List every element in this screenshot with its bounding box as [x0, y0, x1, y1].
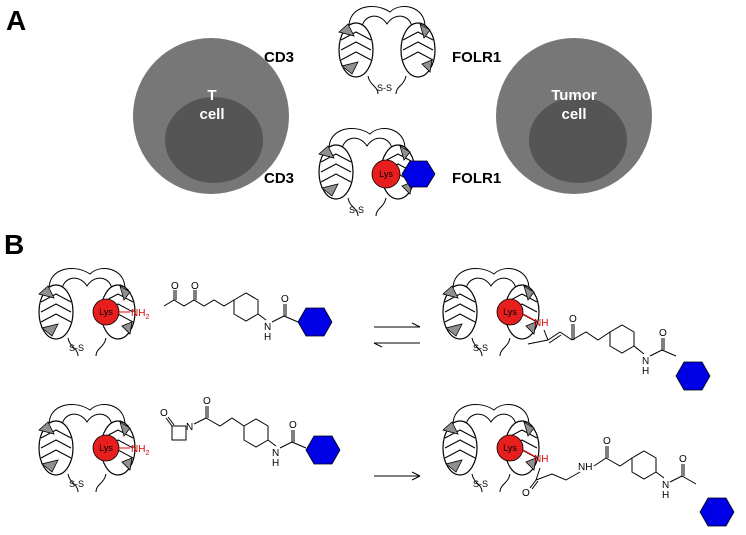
n-label: N — [662, 480, 669, 491]
payload-hexagon-b3 — [305, 435, 341, 465]
lys-label-b1: Lys — [99, 307, 113, 317]
payload-hexagon-a — [401, 160, 436, 188]
lys-label-b2: Lys — [503, 307, 517, 317]
amine-label-1: NH2 — [131, 308, 149, 321]
disulfide-label-b4: S-S — [473, 479, 488, 489]
amide-nh-label: NH — [534, 454, 548, 465]
payload-hexagon-b4 — [699, 497, 735, 527]
protein-conjugated: Lys S-S — [318, 127, 436, 217]
diketone-reagent: O O N H O — [163, 281, 333, 343]
lys-residue — [496, 434, 524, 462]
payload-hexagon-b1 — [297, 307, 333, 337]
oxygen-label: O — [171, 281, 179, 292]
t-cell: T cell — [133, 38, 289, 194]
tumor-cell-label-line2: cell — [561, 106, 586, 123]
oxygen-label: O — [160, 408, 168, 419]
folr1-label-bottom: FOLR1 — [452, 170, 501, 187]
disulfide-label-b1: S-S — [69, 343, 84, 353]
protein-row1-right: Lys NH S-S — [442, 267, 548, 357]
n-label: N — [186, 422, 193, 433]
panel-b-label: B — [4, 229, 24, 260]
protein-row1-left: Lys NH2 S-S — [38, 267, 149, 357]
lactam-reagent: O N O N H O — [160, 396, 341, 469]
n-label: N — [272, 448, 279, 459]
h-label: H — [662, 490, 669, 501]
imine-nh-label: NH — [534, 318, 548, 329]
oxygen-label: O — [522, 488, 530, 499]
h-label: H — [264, 332, 271, 343]
lys-residue — [371, 159, 401, 189]
oxygen-label: O — [659, 328, 667, 339]
payload-hexagon-b2 — [675, 361, 711, 391]
reaction-arrow — [374, 471, 421, 481]
t-cell-nucleus — [165, 97, 263, 183]
amide-linker: O NH O N H O — [522, 436, 735, 527]
folr1-label-top: FOLR1 — [452, 49, 501, 66]
disulfide-label-b2: S-S — [473, 343, 488, 353]
oxygen-label: O — [603, 436, 611, 447]
cd3-label-bottom: CD3 — [264, 170, 294, 187]
disulfide-label-a2: S-S — [349, 205, 364, 215]
cd3-label-top: CD3 — [264, 49, 294, 66]
nh-label: NH — [578, 462, 592, 473]
oxygen-label: O — [569, 314, 577, 325]
enamine-linker: O N H O — [527, 314, 711, 391]
oxygen-label: O — [203, 396, 211, 407]
n-label: N — [642, 356, 649, 367]
lys-label-b4: Lys — [503, 443, 517, 453]
lys-label-a: Lys — [379, 169, 393, 179]
t-cell-label-line2: cell — [199, 106, 224, 123]
disulfide-label-a1: S-S — [377, 83, 392, 93]
tumor-cell-label-line1: Tumor — [551, 87, 597, 104]
oxygen-label: O — [191, 281, 199, 292]
protein-unmodified: S-S — [338, 5, 436, 95]
h-label: H — [642, 366, 649, 377]
protein-row2-left: Lys NH2 S-S — [38, 403, 149, 493]
amine-label-2: NH2 — [131, 444, 149, 457]
equilibrium-arrows — [373, 322, 421, 348]
lys-residue — [496, 298, 524, 326]
protein-row2-right: Lys NH S-S — [442, 403, 548, 493]
h-label: H — [272, 458, 279, 469]
oxygen-label: O — [289, 420, 297, 431]
oxygen-label: O — [679, 454, 687, 465]
tumor-cell-nucleus — [529, 97, 627, 183]
lys-label-b3: Lys — [99, 443, 113, 453]
t-cell-label-line1: T — [207, 87, 216, 104]
nh-label: N — [264, 322, 271, 333]
panel-a-label: A — [6, 5, 26, 36]
tumor-cell: Tumor cell — [496, 38, 652, 194]
oxygen-label: O — [281, 294, 289, 305]
disulfide-label-b3: S-S — [69, 479, 84, 489]
